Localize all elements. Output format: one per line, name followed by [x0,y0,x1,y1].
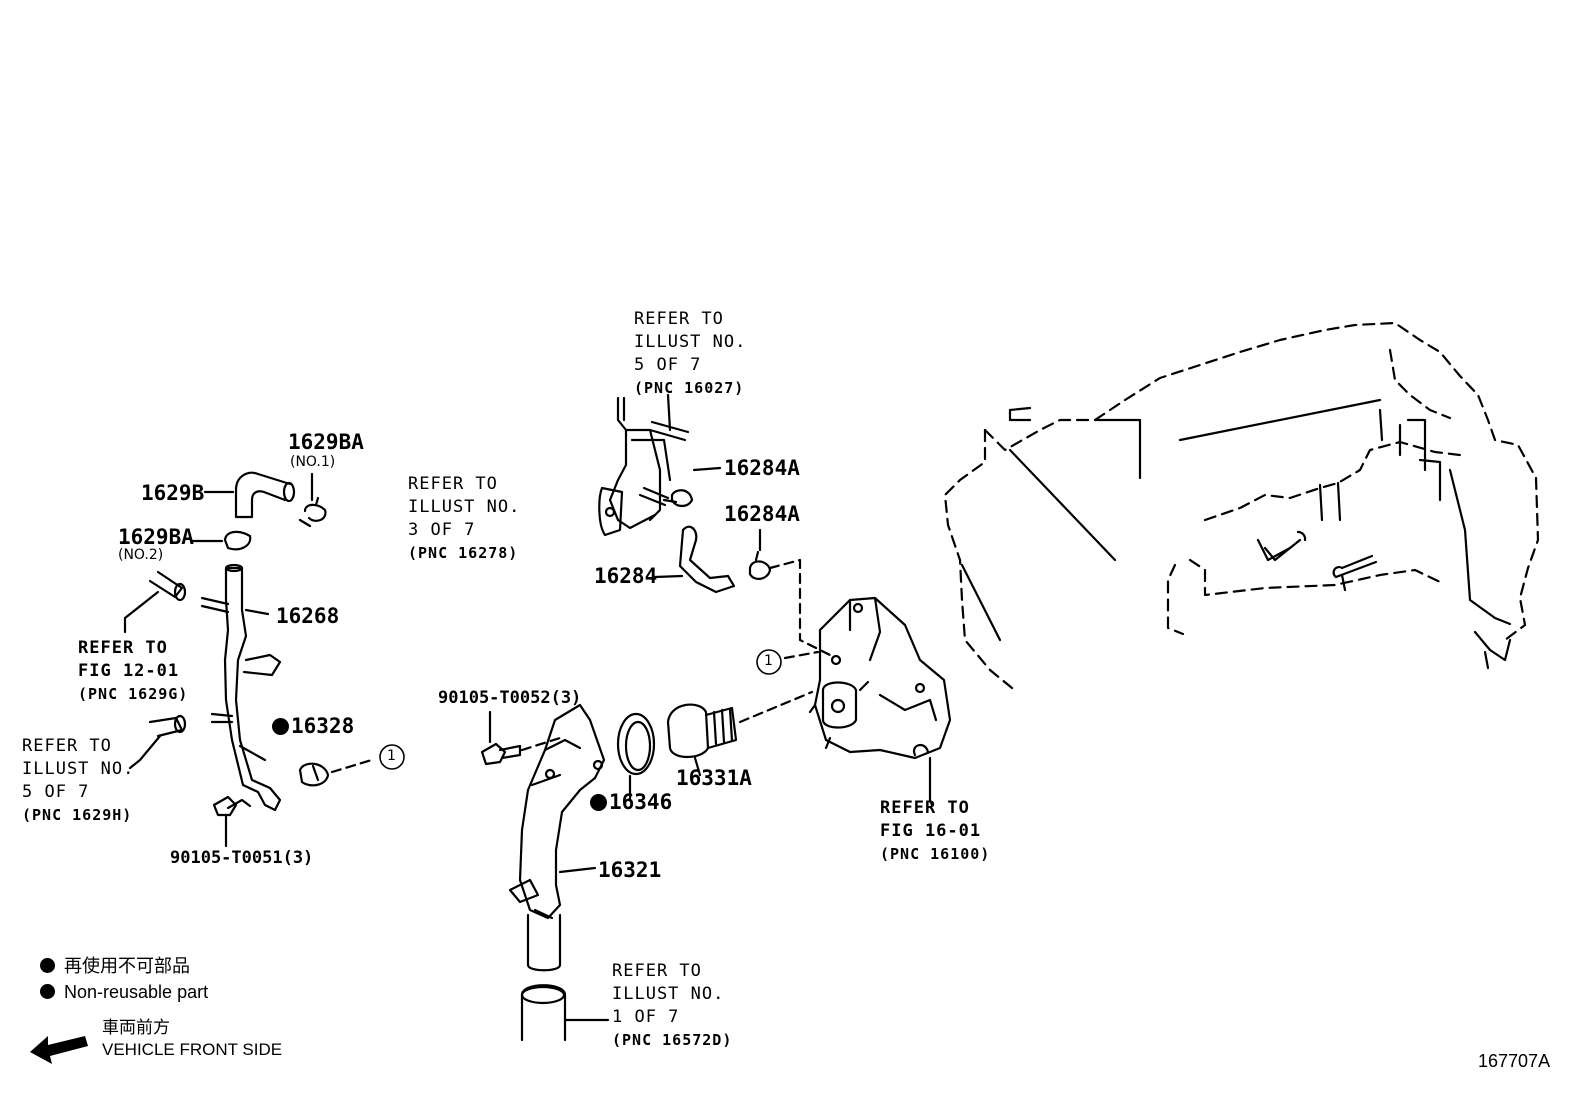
ref-pnc: (PNC 1629H) [22,806,133,824]
engine-block-details [960,398,1512,670]
part-16328-number: 16328 [291,714,355,738]
leader-16100 [928,798,934,807]
bolt-90105-t0052 [480,710,562,766]
non-reusable-dot [272,718,289,735]
engine-block-outline [943,321,1540,690]
ref-pnc: (PNC 1629G) [78,685,189,703]
ref-line: 5 OF 7 [22,782,90,802]
ref-line: REFER TO [22,736,112,756]
vehicle-front-arrow [30,1036,88,1064]
ref-line: FIG 12-01 [78,661,180,681]
clamp-16328 [298,757,377,787]
ref-line: 3 OF 7 [408,520,476,540]
hose-16284 [653,525,736,594]
hose-end-left-upper [123,570,187,634]
legend-text: 再使用不可部品 [64,956,190,976]
part-1629ba-no1-label: 1629BA [288,430,364,454]
thermostat-16331a [666,690,814,777]
hose-end-left-lower [128,714,187,770]
ref-line: 5 OF 7 [634,355,702,375]
ref-line: ILLUST NO. [612,984,725,1004]
part-16346-label: 16346 [590,792,672,813]
legend-non-reusable-jp: 再使用不可部品 [40,957,190,975]
legend-text: Non-reusable part [64,982,209,1002]
part-16321-label: 16321 [598,858,662,882]
refer-to-pnc-16278: REFER TO ILLUST NO. 3 OF 7 (PNC 16278) [408,473,520,565]
part-16268-label: 16268 [276,604,340,628]
bypass-pipe-16027 [598,393,690,537]
ref-line: ILLUST NO. [22,759,135,779]
water-pipe-16268 [200,563,282,812]
coolant-pipe-end [520,984,610,1042]
refer-to-pnc-1629g: REFER TO FIG 12-01 (PNC 1629G) [78,637,188,706]
ref-line: REFER TO [78,638,168,658]
ref-pnc: (PNC 16100) [880,845,991,863]
legend-front-jp: 車両前方 [102,1018,170,1037]
legend-dot [40,984,55,999]
part-1629ba-no1-note: (NO.1) [290,454,336,470]
ref-line: REFER TO [612,961,702,981]
hose-1629b [203,471,296,519]
part-16284a-lower-label: 16284A [724,502,800,526]
ref-line: REFER TO [634,309,724,329]
ref-line: ILLUST NO. [634,332,747,352]
part-1629ba-no2-note: (NO.2) [118,547,164,563]
refer-to-pnc-16100: REFER TO FIG 16-01 (PNC 16100) [880,797,990,866]
ref-line: ILLUST NO. [408,497,521,517]
part-1629ba-no2-label: 1629BA [118,525,194,549]
part-16284-label: 16284 [594,564,658,588]
circle-marker-right-text: 1 [764,653,773,669]
dash-link-pump-to-clamp [768,558,832,660]
circle-marker-left [379,744,405,770]
non-reusable-dot [590,794,607,811]
ref-line: 1 OF 7 [612,1007,680,1027]
ref-pnc: (PNC 16278) [408,544,519,562]
ref-pnc: (PNC 16027) [634,379,745,397]
ref-line: REFER TO [880,798,970,818]
part-90105-t0052-label: 90105-T0052(3) [438,688,582,708]
part-1629b-label: 1629B [141,481,205,505]
part-16284a-upper-label: 16284A [724,456,800,480]
part-90105-t0051-label: 90105-T0051(3) [170,848,314,868]
legend-front-en: VEHICLE FRONT SIDE [102,1040,283,1059]
water-pump-housing [808,596,952,802]
legend-non-reusable-en: Non-reusable part [40,983,208,1001]
ref-line: FIG 16-01 [880,821,982,841]
circle-marker-left-text: 1 [387,748,396,764]
refer-to-pnc-16572d: REFER TO ILLUST NO. 1 OF 7 (PNC 16572D) [612,960,732,1052]
clamp-1629ba-no2 [190,530,252,551]
clamp-16284a-lower [748,528,772,580]
ref-pnc: (PNC 16572D) [612,1031,733,1049]
clamp-16284a-upper [662,466,722,508]
ref-line: REFER TO [408,474,498,494]
refer-to-pnc-1629h: REFER TO ILLUST NO. 5 OF 7 (PNC 1629H) [22,735,134,827]
bolt-90105-t0051 [212,795,252,848]
gasket-16346 [616,712,656,802]
part-16331a-label: 16331A [676,766,752,790]
refer-to-pnc-16027: REFER TO ILLUST NO. 5 OF 7 (PNC 16027) [634,308,746,400]
figure-id: 167707A [1478,1051,1551,1071]
part-16346-number: 16346 [609,790,673,814]
coolant-inlet-16321 [508,703,606,972]
clamp-1629ba-no1 [298,472,327,528]
circle-marker-right [756,649,782,675]
part-16328-label: 16328 [272,716,354,737]
legend-dot [40,958,55,973]
